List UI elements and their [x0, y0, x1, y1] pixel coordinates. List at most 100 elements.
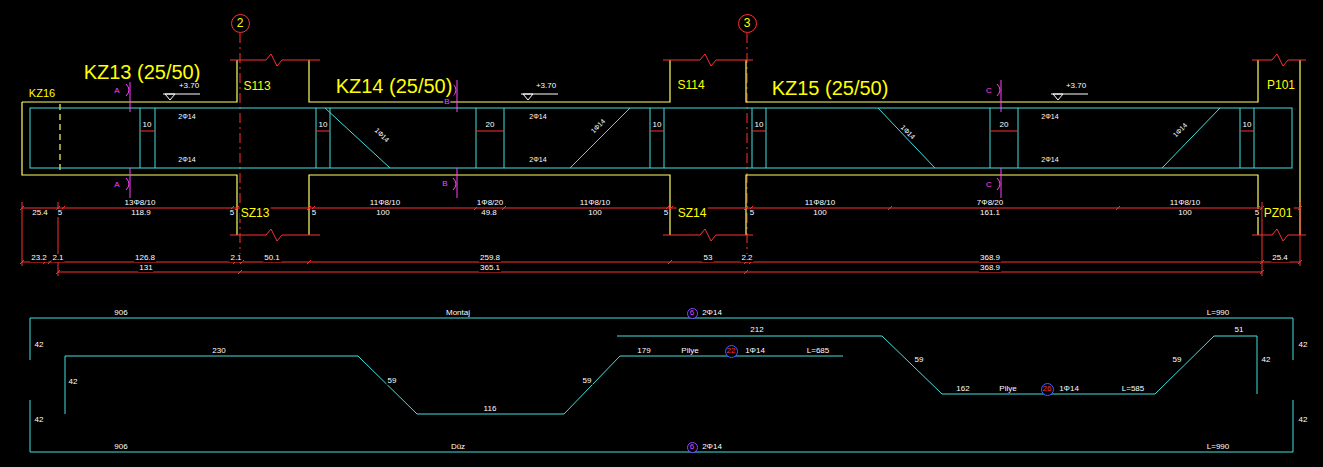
drawing-label: 49.8: [480, 209, 498, 217]
drawing-label: S113: [242, 80, 271, 92]
drawing-label: 20: [999, 121, 1010, 129]
drawing-label: 5: [229, 209, 235, 217]
grid-bubble: 3: [738, 14, 757, 33]
drawing-label: 2Φ14: [1040, 113, 1059, 120]
drawing-label: 162: [955, 385, 970, 393]
drawing-label: +3.70: [178, 82, 200, 90]
drawing-label: 20: [485, 121, 496, 129]
drawing-label: Pilye: [998, 385, 1017, 393]
drawing-label: 42: [1261, 356, 1272, 364]
drawing-label: A: [113, 87, 120, 95]
drawing-label: L=685: [806, 347, 830, 355]
drawing-label: 10: [652, 121, 663, 129]
drawing-label: 5: [57, 209, 63, 217]
drawing-label: 100: [812, 209, 827, 217]
drawing-label: 212: [749, 326, 764, 334]
drawing-label: KZ16: [28, 88, 56, 99]
drawing-label: L=585: [1121, 385, 1145, 393]
drawing-label: 23.2: [30, 254, 48, 262]
node-text: 26: [1043, 385, 1052, 393]
drawing-label: 53: [703, 254, 714, 262]
drawing-label: 42: [68, 378, 79, 386]
drawing-label: 2Φ14: [177, 113, 196, 120]
drawing-label: 42: [34, 416, 45, 424]
drawing-label: 10: [754, 121, 765, 129]
drawing-label: Düz: [450, 443, 466, 451]
drawing-label: 1Φ14: [1171, 121, 1190, 140]
drawing-label: 126.8: [134, 254, 156, 262]
drawing-label: 1Φ8/20: [476, 199, 504, 207]
drawing-label: 10: [1242, 121, 1253, 129]
drawing-label: +3.70: [535, 82, 557, 90]
node-text: 3: [744, 17, 751, 29]
drawing-label: B: [441, 180, 448, 188]
drawing-label: Montaj: [445, 309, 471, 317]
drawing-label: 2.1: [51, 254, 64, 262]
drawing-label: 2Φ14: [528, 113, 547, 120]
node-text: 22: [727, 347, 736, 355]
drawing-label: 5: [1254, 209, 1260, 217]
drawing-label: L=990: [1206, 309, 1230, 317]
drawing-label: 11Φ8/10: [1169, 199, 1201, 207]
drawing-label: 11Φ8/10: [579, 199, 611, 207]
drawing-label: C: [985, 87, 993, 95]
node-text: 6: [690, 309, 694, 317]
drawing-label: 59: [387, 377, 398, 385]
drawing-label: 1Φ14: [373, 126, 392, 145]
drawing-label: 118.9: [130, 209, 151, 217]
drawing-label: 1Φ14: [899, 123, 918, 142]
drawing-label: 25.4: [1271, 254, 1289, 262]
drawing-label: 5: [663, 209, 669, 217]
drawing-label: 13Φ8/10: [124, 199, 157, 207]
drawing-label: 51: [1234, 326, 1245, 334]
drawing-label: 59: [582, 377, 593, 385]
node-text: 6: [690, 443, 694, 451]
drawing-label: 59: [1172, 356, 1183, 364]
drawing-label: P101: [1266, 79, 1296, 91]
drawing-label: 2Φ14: [177, 156, 196, 163]
node-text: 2: [237, 17, 244, 29]
drawing-label: +3.70: [1065, 82, 1087, 90]
callout-number: 6: [687, 442, 698, 453]
drawing-label: Pilye: [680, 347, 699, 355]
drawing-label: 2Φ14: [701, 309, 723, 317]
callout-number: 22: [725, 345, 738, 358]
drawing-label: KZ14 (25/50): [335, 76, 454, 96]
drawing-label: SZ13: [240, 207, 271, 219]
drawing-label: 2.1: [229, 254, 242, 262]
drawing-label: 368.9: [979, 254, 1001, 262]
drawing-label: 1Φ14: [589, 117, 608, 136]
drawing-label: 5: [749, 209, 755, 217]
drawing-label: 50.1: [263, 254, 281, 262]
drawing-label: 100: [587, 209, 602, 217]
drawing-label: C: [985, 181, 993, 189]
drawing-label: 2Φ14: [1040, 156, 1059, 163]
callout-number: 6: [687, 308, 698, 319]
drawing-label: 2Φ14: [701, 443, 723, 451]
drawing-label: 59: [914, 356, 925, 364]
grid-bubble: 2: [231, 14, 250, 33]
drawing-label: 906: [113, 309, 128, 317]
drawing-label: 25.4: [31, 209, 49, 217]
drawing-label: KZ13 (25/50): [83, 62, 202, 82]
drawing-label: 179: [636, 347, 651, 355]
drawing-label: 10: [318, 121, 329, 129]
drawing-label: 11Φ8/10: [804, 199, 836, 207]
drawing-label: 42: [34, 341, 45, 349]
drawing-label: 11Φ8/10: [369, 199, 401, 207]
drawing-label: 42: [1298, 341, 1309, 349]
drawing-label: SZ14: [677, 207, 708, 219]
drawing-label: S114: [676, 79, 705, 91]
drawing-label: 10: [142, 121, 153, 129]
drawing-label: 100: [1177, 209, 1192, 217]
drawing-label: 2.2: [740, 254, 753, 262]
drawing-label: KZ15 (25/50): [771, 78, 890, 98]
drawing-label: 116: [483, 405, 498, 413]
drawing-label: L=990: [1206, 443, 1230, 451]
drawing-label: 161.1: [979, 209, 1001, 217]
drawing-label: 131: [138, 264, 153, 272]
drawing-label: 906: [113, 443, 128, 451]
drawing-label: 42: [1298, 416, 1309, 424]
drawing-label: PZ01: [1263, 207, 1294, 219]
